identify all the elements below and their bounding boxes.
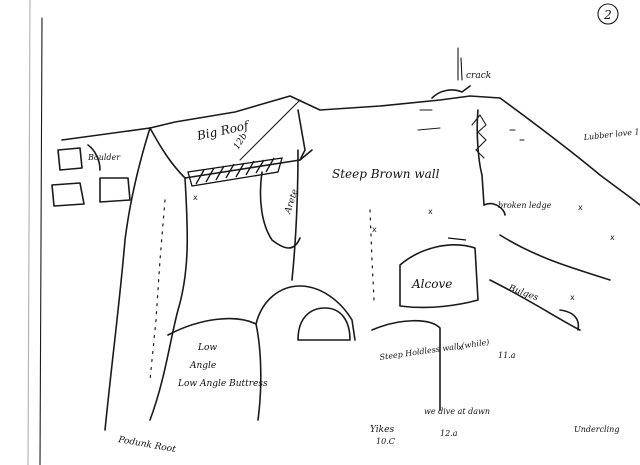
bolt-x: x: [570, 293, 575, 302]
right-wall: broken ledge Lubber love 10.c/d Bulges: [471, 109, 640, 331]
left-pillar-right-edge: [149, 177, 189, 421]
steep-brown-wall: Steep Brown wall: [332, 167, 440, 301]
bulges-lower-line: [489, 279, 581, 331]
skyline-right: [499, 97, 640, 206]
arch-inner-cave: [297, 307, 351, 341]
roof-lip: [184, 109, 306, 179]
page-number-circle: [597, 3, 619, 25]
brown-wall-route: [369, 209, 375, 301]
left-pillar: [104, 127, 189, 431]
low-angle-label-line1: Low: [197, 343, 217, 353]
steep-holdless-label: Steep Holdless wall (while): [379, 338, 490, 362]
bolt-x: x: [458, 343, 463, 352]
bulges-upper-line: [499, 234, 611, 281]
low-angle-label-line2: Angle: [189, 361, 216, 371]
bulges-label: Bulges: [506, 283, 540, 303]
broken-ledge-line: [483, 202, 506, 216]
boulder-pillar: [87, 144, 101, 171]
arete-label: Arete: [283, 188, 301, 216]
yikes-grade: 10.C: [376, 437, 395, 446]
arete-section: Arete: [259, 149, 313, 281]
roof-hatch-band: [187, 157, 283, 187]
arch-outer: [255, 285, 356, 341]
arete-right-edge: [291, 149, 299, 281]
steep-holdless-wall: Steep Holdless wall (while): [371, 319, 490, 411]
boulder-right: [99, 177, 131, 203]
bolt-x: x: [428, 207, 433, 216]
alcove-label: Alcove: [411, 277, 452, 291]
crack-summit-block: [431, 85, 471, 99]
holdless-wall-outline: [371, 319, 441, 411]
roof-diagonal-route: [239, 99, 301, 161]
crack-marks: [457, 47, 463, 81]
low-angle-buttress-label: Low Angle Buttress: [177, 379, 268, 389]
roof-left-edge: [149, 127, 186, 179]
crack-feature: crack: [417, 47, 491, 131]
yikes-label: Yikes: [370, 425, 394, 435]
grade-11a-label: 11.a: [498, 351, 516, 360]
we-dive-grade: 12.a: [440, 429, 458, 438]
lubber-love-label: Lubber love 10.c/d: [582, 125, 640, 142]
we-dive-label: we dive at dawn: [424, 407, 490, 416]
arete-top: [299, 149, 313, 161]
undercling-label: Undercling: [574, 425, 619, 434]
podunk-root-label: Podunk Root: [116, 435, 176, 455]
low-angle-buttress: Low Angle Low Angle Buttress: [167, 317, 268, 421]
lubber-bolts: [509, 129, 525, 141]
cliff-top-line: [61, 95, 640, 206]
steep-brown-wall-label: Steep Brown wall: [332, 167, 440, 181]
skyline-left: [61, 95, 501, 141]
arete-block: [259, 171, 301, 249]
boulder-label: Boulder: [87, 153, 121, 162]
bulges-hook: [559, 309, 580, 331]
bolt-x: x: [610, 233, 615, 242]
left-boulders: Boulder: [51, 144, 131, 207]
broken-ledge-label: broken ledge: [498, 201, 552, 210]
tree-branches: [471, 114, 487, 159]
alcove-outline: [399, 244, 479, 309]
boulder-top: [57, 147, 83, 171]
cave-arch: [255, 285, 356, 341]
left-pillar-left-edge: [104, 127, 151, 431]
boulder-middle: [51, 182, 85, 207]
crack-label: crack: [466, 71, 491, 81]
paper-left-edge: [39, 17, 43, 465]
paper-fold-line: [27, 0, 31, 465]
page-number-text: 2: [603, 8, 612, 22]
page-number: 2: [597, 3, 619, 25]
paper-margin: [27, 0, 43, 465]
bolt-x: x: [372, 225, 377, 234]
alcove-section: Alcove: [399, 237, 479, 309]
crack-ledges: [417, 109, 441, 131]
alcove-hatch: [447, 237, 467, 241]
roof-hatch-lines: [195, 157, 275, 185]
left-pillar-route: [149, 199, 166, 381]
bolt-x: x: [193, 193, 198, 202]
bolt-marks: x x x x x x x: [193, 193, 615, 352]
bolt-x: x: [578, 203, 583, 212]
